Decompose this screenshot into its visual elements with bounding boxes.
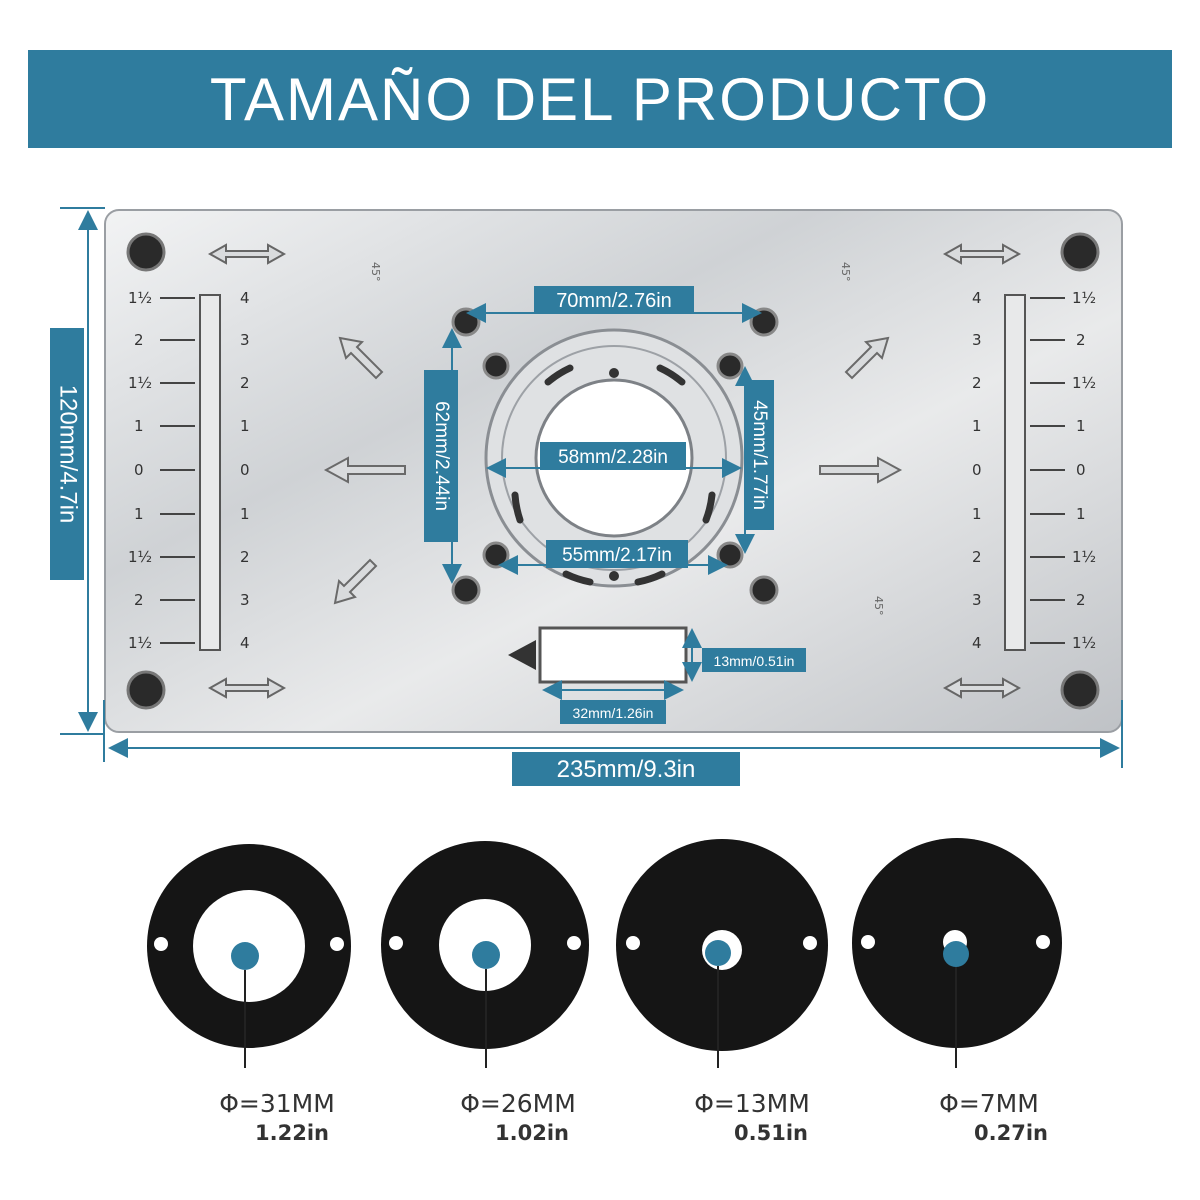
dim-top-holes: 70mm/2.76in (534, 286, 694, 314)
right-major-8: 4 (972, 634, 982, 652)
right-minor-7: 2 (1076, 591, 1086, 609)
ring-4-diameter: Φ=7MM (939, 1089, 1039, 1118)
left-major-2: 2 (240, 374, 250, 392)
right-major-5: 1 (972, 505, 982, 523)
ring-1-inches: 1.22in (255, 1121, 329, 1145)
right-major-1: 3 (972, 331, 982, 349)
dim-height-label: 120mm/4.7in (55, 385, 82, 524)
left-major-1: 3 (240, 331, 250, 349)
right-major-3: 1 (972, 417, 982, 435)
dim-width: 235mm/9.3in (512, 752, 740, 786)
right-minor-6: 1½ (1072, 548, 1096, 566)
ring-2-inches: 1.02in (495, 1121, 569, 1145)
angle-mark-right: 45° (839, 262, 852, 282)
dim-bottom-holes-label: 55mm/2.17in (562, 545, 672, 566)
left-scale-numbers: 4 3 2 1 0 1 2 3 4 1½ 2 1½ 1 0 1 1½ 2 1½ (128, 289, 250, 652)
ring-labels: Φ=31MM 1.22in Φ=26MM 1.02in Φ=13MM 0.51i… (219, 1089, 1048, 1145)
ring-3 (616, 839, 828, 1068)
right-scale (1004, 294, 1065, 651)
right-minor-2: 1½ (1072, 374, 1096, 392)
left-major-7: 3 (240, 591, 250, 609)
left-major-4: 0 (240, 461, 250, 479)
left-minor-7: 2 (134, 591, 144, 609)
angle-mark-lower-right: 45° (872, 596, 885, 616)
left-minor-0: 1½ (128, 289, 152, 307)
right-major-7: 3 (972, 591, 982, 609)
double-arrows (207, 243, 1022, 699)
right-minor-3: 1 (1076, 417, 1086, 435)
left-minor-8: 1½ (128, 634, 152, 652)
slot (508, 626, 688, 684)
left-major-5: 1 (240, 505, 250, 523)
right-minor-0: 1½ (1072, 289, 1096, 307)
left-minor-2: 1½ (128, 374, 152, 392)
angle-marks: 45° 45° 45° (369, 262, 885, 616)
right-major-2: 2 (972, 374, 982, 392)
left-major-6: 2 (240, 548, 250, 566)
title-banner: TAMAÑO DEL PRODUCTO (28, 50, 1172, 148)
right-major-6: 2 (972, 548, 982, 566)
dim-bottom-holes: 55mm/2.17in (546, 540, 688, 568)
dim-right-vertical-label: 45mm/1.77in (749, 400, 770, 510)
right-major-0: 4 (972, 289, 982, 307)
direction-arrows (323, 336, 903, 605)
left-minor-5: 1 (134, 505, 144, 523)
ring-2 (381, 841, 589, 1068)
left-major-8: 4 (240, 634, 250, 652)
left-minor-6: 1½ (128, 548, 152, 566)
dim-slot-height-label: 13mm/0.51in (714, 653, 795, 669)
left-minor-1: 2 (134, 331, 144, 349)
right-scale-numbers: 4 3 2 1 0 1 2 3 4 1½ 2 1½ 1 0 1 1½ 2 1½ (972, 289, 1096, 652)
right-minor-4: 0 (1076, 461, 1086, 479)
right-minor-8: 1½ (1072, 634, 1096, 652)
ring-3-diameter: Φ=13MM (694, 1089, 810, 1118)
dim-width-label: 235mm/9.3in (557, 756, 696, 783)
left-major-0: 4 (240, 289, 250, 307)
dim-center-diameter: 58mm/2.28in (540, 442, 686, 470)
right-major-4: 0 (972, 461, 982, 479)
right-minor-5: 1 (1076, 505, 1086, 523)
dim-top-holes-label: 70mm/2.76in (556, 290, 672, 312)
ring-4 (852, 838, 1062, 1068)
dim-vertical-holes-label: 62mm/2.44in (431, 401, 452, 511)
ring-1 (147, 844, 351, 1068)
left-minor-3: 1 (134, 417, 144, 435)
left-major-3: 1 (240, 417, 250, 435)
dim-slot-width: 32mm/1.26in (560, 700, 666, 724)
angle-mark-left: 45° (369, 262, 382, 282)
dim-slot-width-label: 32mm/1.26in (573, 705, 654, 721)
right-minor-1: 2 (1076, 331, 1086, 349)
ring-4-inches: 0.27in (974, 1121, 1048, 1145)
ring-2-diameter: Φ=26MM (460, 1089, 576, 1118)
dim-slot-height: 13mm/0.51in (702, 648, 806, 672)
left-minor-4: 0 (134, 461, 144, 479)
ring-3-inches: 0.51in (734, 1121, 808, 1145)
dim-center-diameter-label: 58mm/2.28in (558, 447, 668, 468)
corner-holes (126, 232, 1100, 710)
dim-right-vertical: 45mm/1.77in (744, 380, 774, 530)
dim-height: 120mm/4.7in (50, 328, 84, 580)
dim-vertical-holes: 62mm/2.44in (424, 370, 458, 542)
page-title: TAMAÑO DEL PRODUCTO (209, 65, 991, 133)
ring-1-diameter: Φ=31MM (219, 1089, 335, 1118)
left-scale (160, 294, 221, 651)
